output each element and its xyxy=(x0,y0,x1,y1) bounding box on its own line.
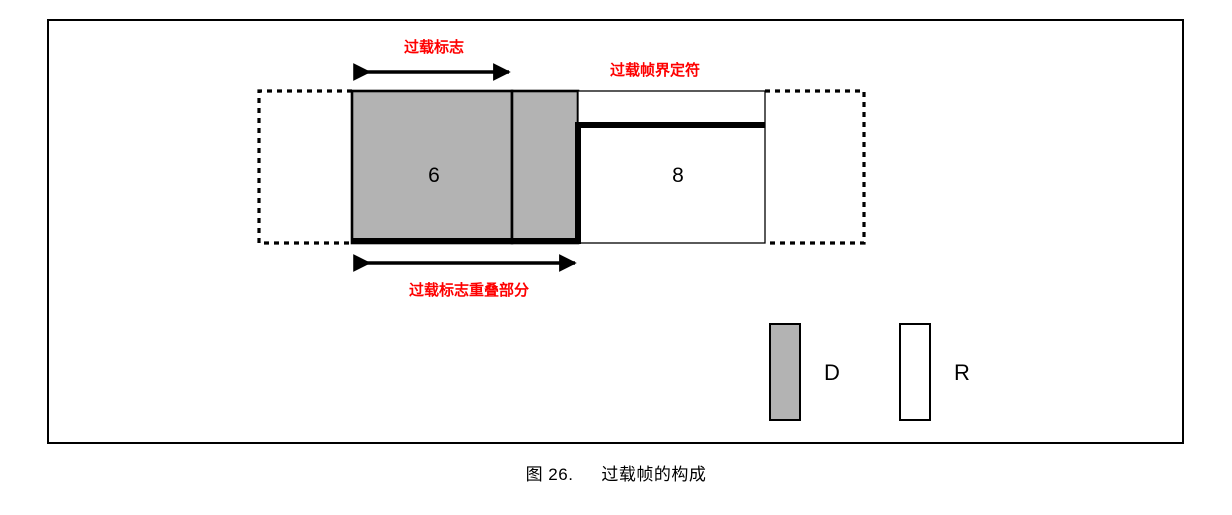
overload-flag-cell-value: 6 xyxy=(428,164,440,187)
figure-caption: 图 26. 过载帧的构成 xyxy=(0,460,1232,485)
overload-flag-cell: 6 xyxy=(350,89,514,245)
overload-delimiter-cell-rect xyxy=(577,90,766,244)
overload-flag-overlap-cell-rect xyxy=(510,89,580,245)
overload-flag-overlap-label: 过载标志重叠部分 xyxy=(409,281,529,299)
figure-border xyxy=(47,19,1184,444)
legend-item-dominant: D xyxy=(769,323,840,421)
legend: D R xyxy=(769,323,970,421)
preceding-frame-dashed-region xyxy=(257,89,352,245)
following-frame-dashed-region xyxy=(765,89,866,245)
legend-item-recessive: R xyxy=(899,323,970,421)
legend-swatch-dominant xyxy=(769,323,801,421)
overload-delimiter-cell-value: 8 xyxy=(672,164,684,187)
legend-label-dominant: D xyxy=(824,360,840,385)
legend-swatch-recessive xyxy=(899,323,931,421)
overload-flag-overlap-annotation: 过载标志重叠部分 xyxy=(353,254,577,299)
overload-delimiter-annotation: 过载帧界定符 xyxy=(610,61,700,79)
figure-caption-number: 图 26. xyxy=(525,465,574,484)
legend-label-recessive: R xyxy=(954,360,970,385)
overload-flag-annotation: 过载标志 xyxy=(353,38,511,81)
figure-caption-text: 过载帧的构成 xyxy=(601,465,707,484)
overload-flag-label: 过载标志 xyxy=(404,38,464,56)
overload-delimiter-label: 过载帧界定符 xyxy=(610,61,700,79)
overload-delimiter-cell: 8 xyxy=(577,90,766,244)
overload-flag-overlap-cell xyxy=(510,89,580,245)
dominant-level-trace xyxy=(352,122,765,244)
